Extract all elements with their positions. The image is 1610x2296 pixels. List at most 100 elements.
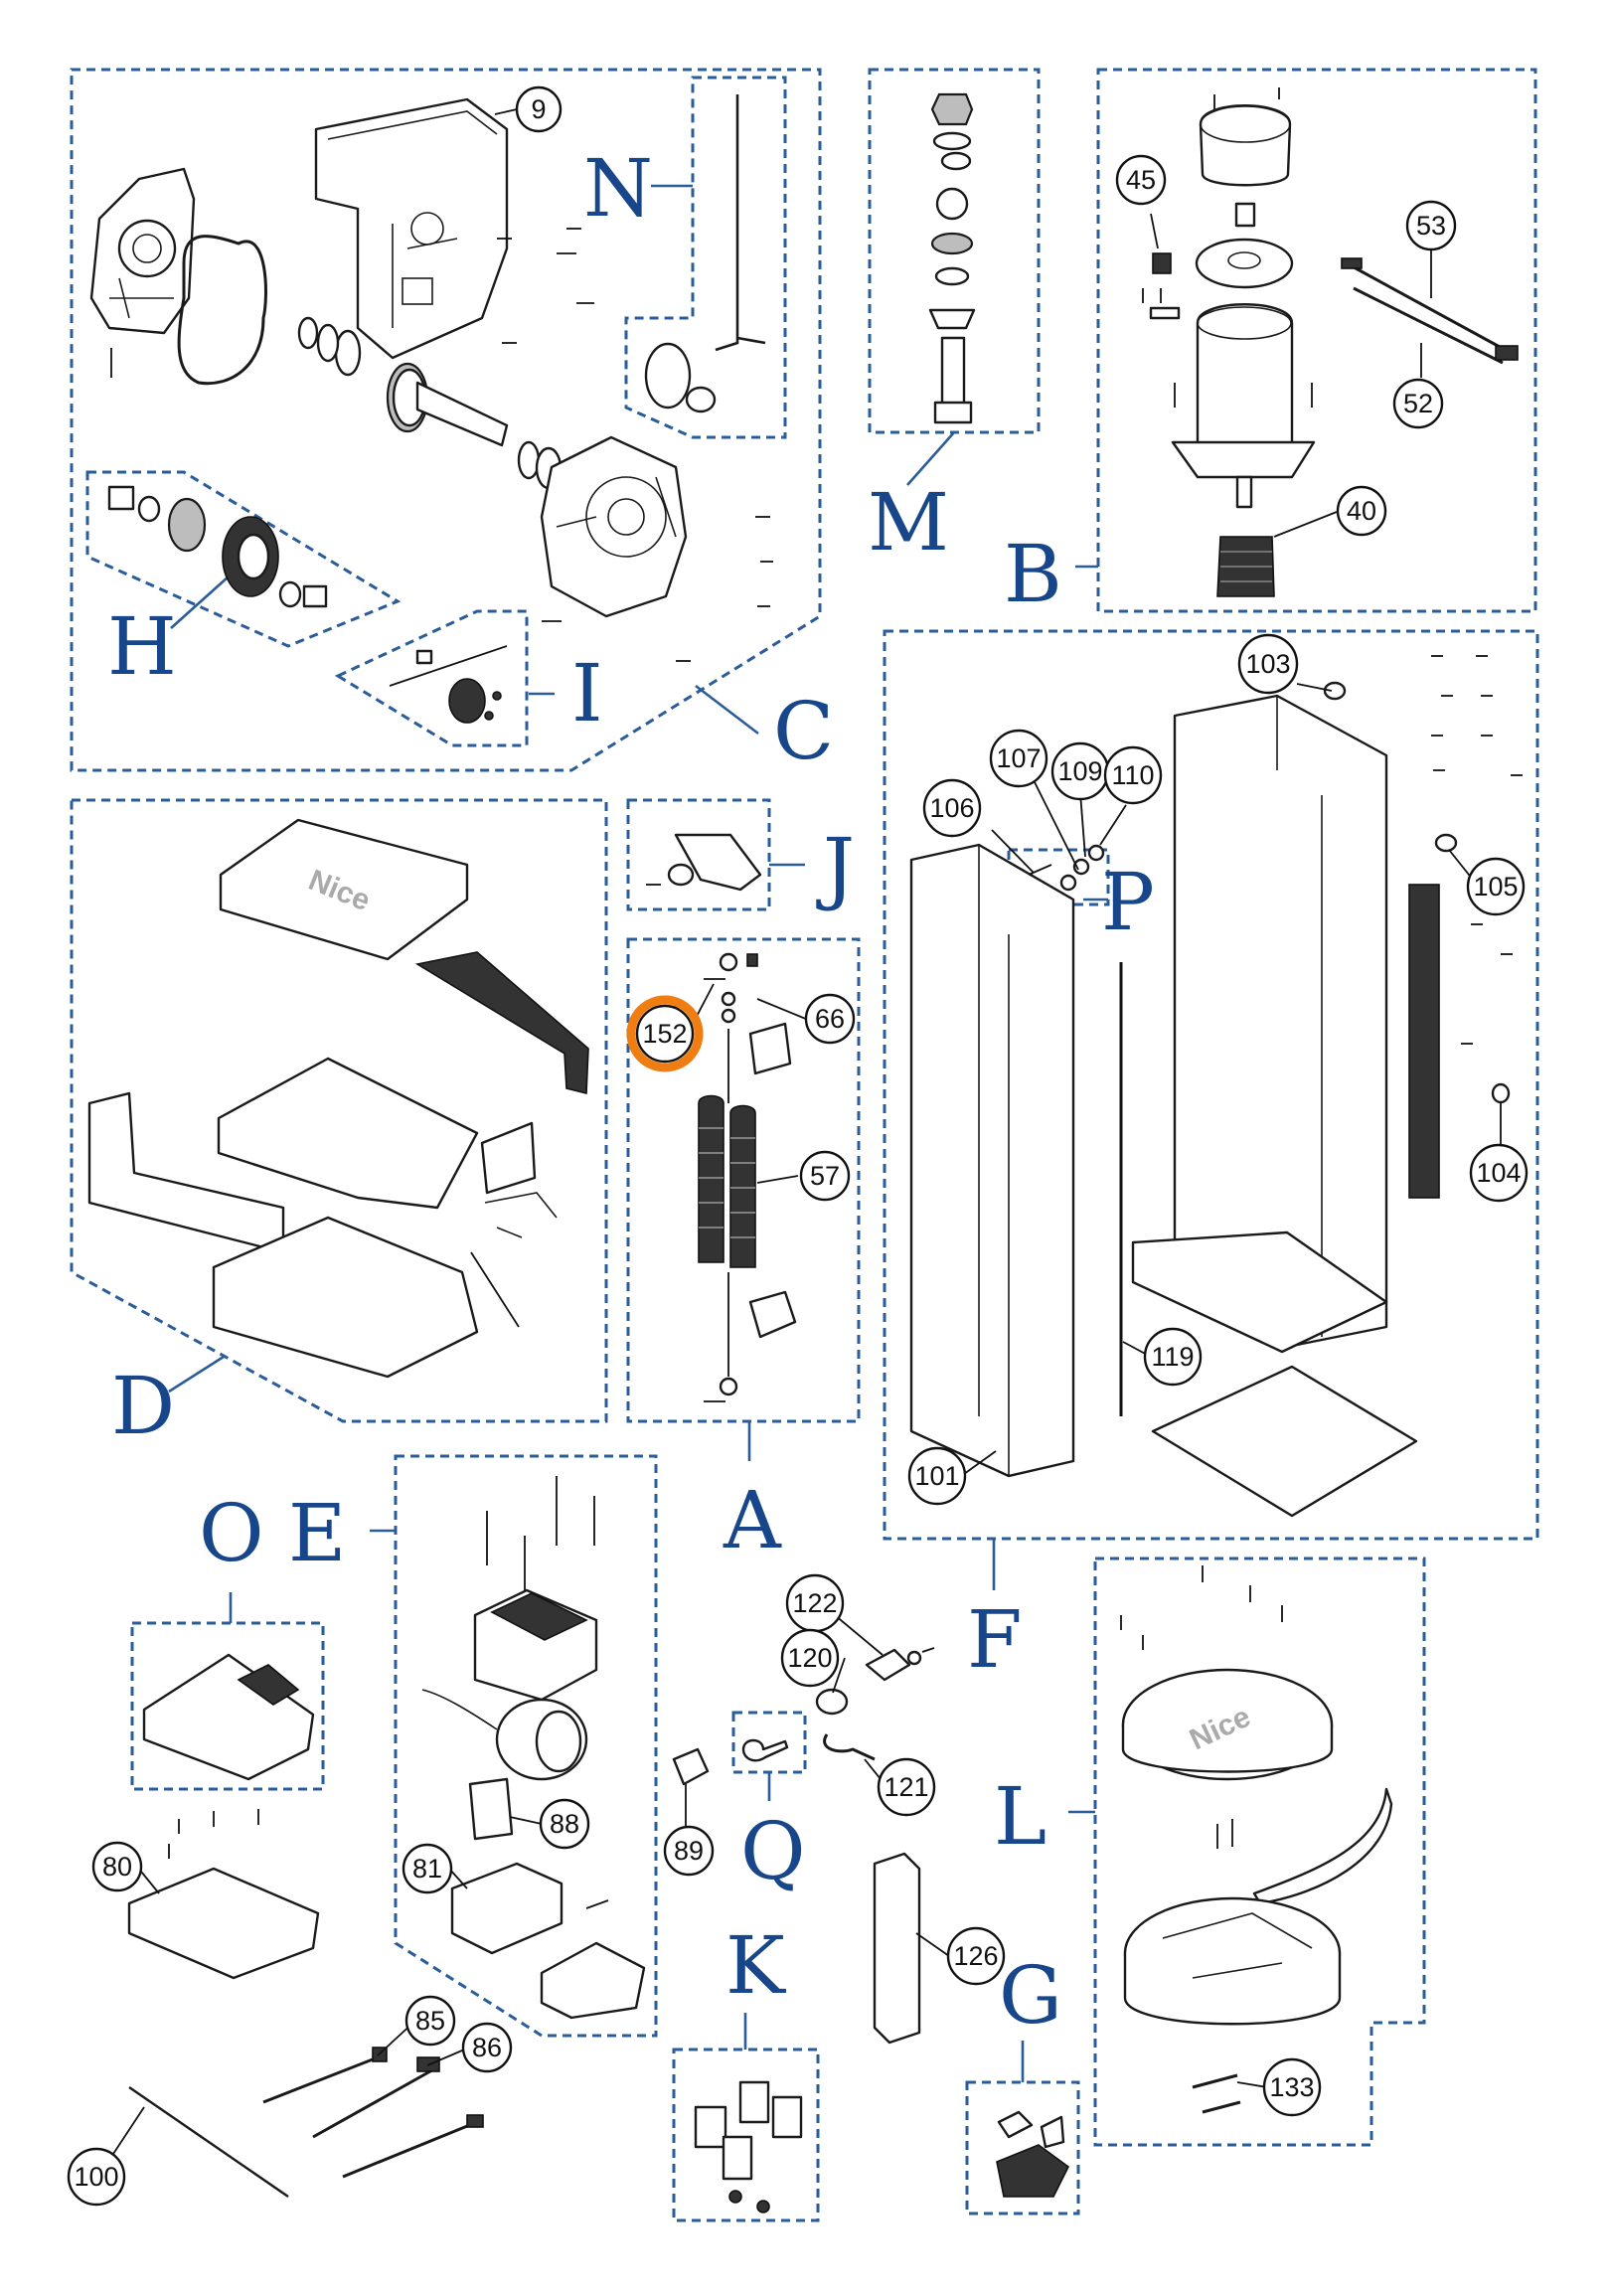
motor-bellows: [1216, 536, 1275, 597]
group-outline-o: [130, 1621, 325, 1791]
group-outline-l: [1093, 1557, 1426, 2147]
part-callout-104: 104: [1469, 1143, 1529, 1203]
group-outlines: [70, 68, 1539, 2222]
svg-text:45: 45: [1126, 165, 1156, 195]
group-outline-n: [624, 76, 787, 439]
screws-e: [486, 1476, 595, 1590]
group-letter-m: M: [868, 476, 949, 569]
svg-text:57: 57: [810, 1161, 840, 1191]
svg-text:100: 100: [74, 2162, 118, 2192]
svg-text:53: 53: [1416, 211, 1446, 241]
mounting-plate: [314, 97, 509, 360]
svg-text:105: 105: [1473, 872, 1518, 902]
rubber-trim-right: [414, 951, 589, 1095]
svg-text:9: 9: [531, 94, 546, 124]
part-callouts: 9 45 53 52 40 103 107 109 110 106 105 10…: [67, 85, 1529, 2207]
round-trim: [1252, 1787, 1393, 1905]
part-callout-40: 40: [1336, 485, 1387, 537]
screws-80: [168, 1809, 259, 1859]
part-drawings: Nice: [87, 87, 1523, 2214]
rubber-trim-left: [87, 1091, 285, 1254]
svg-text:110: 110: [1111, 760, 1154, 790]
part-126-profile: [873, 1852, 921, 2045]
cables-85-86-100: [128, 2047, 484, 2198]
group-letter-g: G: [999, 1949, 1062, 2042]
screws-f: [1431, 655, 1523, 1045]
part-callout-85: 85: [404, 1995, 456, 2047]
wire-hook: [484, 1192, 558, 1238]
encoder-cover: [1199, 104, 1292, 187]
part-callout-122: 122: [785, 1573, 845, 1633]
gearbox-cover: [89, 167, 196, 335]
base-housing: [212, 1216, 479, 1379]
gearbox-housing: [540, 435, 688, 618]
group-letter-j: J: [816, 821, 855, 913]
part-89-cap: [672, 1747, 710, 1786]
group-leaders: [168, 184, 1108, 2082]
group-outline-i: [334, 609, 529, 747]
part-45-connector: [1149, 252, 1181, 320]
switch-modules: [694, 2080, 803, 2214]
svg-text:85: 85: [415, 2006, 445, 2036]
part-callout-121: 121: [877, 1757, 936, 1817]
cover-gasket: [217, 1057, 479, 1210]
cover-bracket: [480, 1121, 537, 1195]
part-callout-120: 120: [780, 1628, 840, 1688]
svg-text:80: 80: [102, 1852, 132, 1882]
output-shaft-gear: [297, 316, 563, 490]
part-133-pin: [1192, 2073, 1241, 2114]
svg-text:40: 40: [1347, 496, 1376, 526]
column-door: [909, 843, 1075, 1478]
column-body: [1131, 694, 1388, 1354]
group-outline-q: [731, 1711, 807, 1774]
group-outline-j: [626, 798, 771, 911]
group-letter-o: O: [199, 1487, 264, 1579]
group-letter-e: E: [288, 1487, 346, 1579]
group-letter-i: I: [571, 647, 603, 739]
svg-text:104: 104: [1476, 1158, 1521, 1188]
part-callout-105: 105: [1466, 857, 1526, 916]
part-callout-86: 86: [461, 2022, 513, 2073]
svg-text:121: 121: [884, 1772, 928, 1802]
part-callout-126: 126: [946, 1926, 1006, 1986]
svg-text:107: 107: [996, 743, 1041, 773]
part-callout-57: 57: [799, 1150, 851, 1202]
screws-l: [1120, 1565, 1283, 1849]
svg-text:133: 133: [1269, 2072, 1314, 2102]
svg-text:86: 86: [472, 2033, 502, 2062]
tie-rod: [470, 1251, 520, 1328]
group-outline-a: [626, 937, 861, 1423]
group-letter-a: A: [723, 1474, 782, 1566]
part-callout-52: 52: [1392, 378, 1444, 429]
round-base: [1123, 1896, 1342, 2026]
part-callout-9: 9: [515, 85, 563, 133]
svg-text:88: 88: [550, 1809, 579, 1839]
part-callout-100: 100: [67, 2147, 126, 2207]
round-cover: Nice: [1121, 1668, 1334, 1781]
key: [741, 1738, 789, 1762]
svg-text:52: 52: [1403, 389, 1433, 418]
part-callout-80: 80: [91, 1841, 143, 1892]
release-shaft-stack: [928, 92, 976, 424]
svg-text:103: 103: [1245, 649, 1290, 679]
part-callout-101: 101: [907, 1446, 967, 1506]
group-letter-n: N: [583, 142, 653, 235]
part-88-bracket: [468, 1777, 514, 1841]
part-80-tray: [127, 1867, 320, 1980]
svg-text:120: 120: [787, 1643, 832, 1673]
part-callout-81: 81: [402, 1843, 453, 1894]
control-board: [142, 1653, 315, 1781]
group-letter-c: C: [773, 685, 834, 777]
top-cover-lid: Nice: [219, 818, 469, 961]
svg-text:81: 81: [412, 1854, 442, 1884]
lock-cylinder: [815, 1647, 935, 1761]
svg-text:109: 109: [1057, 756, 1102, 786]
svg-text:66: 66: [815, 1004, 845, 1034]
group-outline-p: [1007, 848, 1110, 906]
toroid-transformer: [421, 1689, 588, 1781]
group-letter-l: L: [994, 1770, 1046, 1863]
svg-text:152: 152: [642, 1019, 687, 1049]
screws-b: [1142, 87, 1313, 408]
part-callout-53: 53: [1405, 200, 1457, 251]
